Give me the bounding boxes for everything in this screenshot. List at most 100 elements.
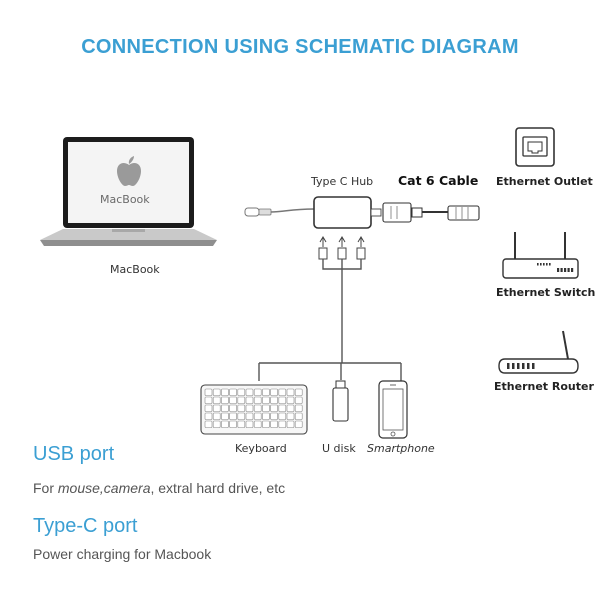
keyboard-key <box>286 388 295 396</box>
keyboard-key <box>253 388 262 396</box>
router-vent <box>522 363 525 369</box>
keyboard-key <box>262 388 270 396</box>
keyboard-key <box>270 396 278 404</box>
ethernet-router-label: Ethernet Router <box>494 380 594 393</box>
typec-cable <box>244 207 315 217</box>
keyboard-key <box>237 396 246 404</box>
switch-port <box>571 268 574 272</box>
router-vent <box>527 363 530 369</box>
keyboard-key <box>245 412 254 420</box>
typec-port-title: Type-C port <box>33 515 138 537</box>
usb-port-description: For mouse,camera, extral hard drive, etc <box>33 480 285 496</box>
keyboard-key <box>229 404 237 412</box>
typec-port-description: Power charging for Macbook <box>33 546 212 562</box>
hub-label: Type C Hub <box>311 175 374 188</box>
keyboard-key <box>204 388 213 396</box>
keyboard-key <box>294 412 303 420</box>
keyboard-key <box>270 404 278 412</box>
smartphone-label: Smartphone <box>367 442 435 455</box>
keyboard-key <box>229 388 237 396</box>
keyboard-key <box>204 396 213 404</box>
keyboard-key <box>212 412 221 420</box>
switch-port <box>564 268 567 272</box>
ethernet-switch-icon <box>502 232 579 279</box>
macbook-label: MacBook <box>110 263 160 276</box>
keyboard-key <box>286 420 295 428</box>
switch-led <box>537 263 539 266</box>
keyboard-key <box>212 388 221 396</box>
keyboard-key <box>262 404 270 412</box>
keyboard-key <box>286 412 295 420</box>
cat6-cable <box>370 202 480 223</box>
keyboard-key <box>204 412 213 420</box>
keyboard-key <box>253 412 262 420</box>
ethernet-outlet-icon <box>515 127 555 167</box>
keyboard-key <box>294 404 303 412</box>
keyboard-key <box>262 396 270 404</box>
keyboard-key <box>245 420 254 428</box>
keyboard-key <box>221 404 229 412</box>
router-vent <box>517 363 520 369</box>
keyboard-key <box>278 420 287 428</box>
switch-port <box>560 268 563 272</box>
typec-hub <box>313 196 372 229</box>
u-disk-icon <box>332 380 349 422</box>
keyboard-key <box>237 404 246 412</box>
keyboard-key <box>212 396 221 404</box>
keyboard-key <box>221 388 229 396</box>
udisk-label: U disk <box>322 442 356 455</box>
keyboard-key <box>204 420 213 428</box>
keyboard-label: Keyboard <box>235 442 287 455</box>
keyboard-key <box>221 412 229 420</box>
usb-upward-arrows <box>318 236 366 260</box>
keyboard-key <box>270 388 278 396</box>
switch-led <box>549 263 551 266</box>
keyboard-key <box>245 388 254 396</box>
keyboard-key <box>278 404 287 412</box>
usb-port-desc-italic: mouse,camera <box>57 480 151 496</box>
keyboard-key <box>229 412 237 420</box>
keyboard-key <box>253 420 262 428</box>
cable-label: Cat 6 Cable <box>398 173 479 188</box>
keyboard-key <box>262 420 270 428</box>
apple-logo-icon <box>117 156 141 186</box>
keyboard-key <box>262 412 270 420</box>
keyboard-key <box>270 412 278 420</box>
keyboard-key <box>286 396 295 404</box>
keyboard-key <box>229 420 237 428</box>
keyboard-key <box>253 404 262 412</box>
ethernet-router-icon <box>498 330 579 374</box>
keyboard-key <box>237 420 246 428</box>
keyboard-key <box>212 404 221 412</box>
usb-port-desc-suffix: , extral hard drive, etc <box>150 480 286 496</box>
diagram-title: CONNECTION USING SCHEMATIC DIAGRAM <box>81 36 519 58</box>
ethernet-switch-label: Ethernet Switch <box>496 286 596 299</box>
keyboard-key <box>245 404 254 412</box>
router-vent <box>512 363 515 369</box>
keyboard-key <box>237 412 246 420</box>
ethernet-outlet-label: Ethernet Outlet <box>496 175 593 188</box>
keyboard-key <box>237 388 246 396</box>
macbook-screen-text: MacBook <box>100 193 150 206</box>
keyboard-key <box>204 404 213 412</box>
switch-port <box>557 268 560 272</box>
keyboard-icon <box>200 384 308 435</box>
switch-led <box>546 263 548 266</box>
keyboard-key <box>245 396 254 404</box>
usb-port-title: USB port <box>33 443 115 465</box>
keyboard-key <box>221 420 229 428</box>
keyboard-key <box>229 396 237 404</box>
keyboard-key <box>270 420 278 428</box>
keyboard-key <box>253 396 262 404</box>
keyboard-key <box>278 412 287 420</box>
keyboard-key <box>294 388 303 396</box>
keyboard-key <box>294 420 303 428</box>
smartphone-icon <box>378 380 408 439</box>
keyboard-key <box>294 396 303 404</box>
macbook-illustration <box>40 137 217 246</box>
switch-led <box>543 263 545 266</box>
router-vent <box>532 363 535 369</box>
router-vent <box>507 363 510 369</box>
switch-led <box>540 263 542 266</box>
